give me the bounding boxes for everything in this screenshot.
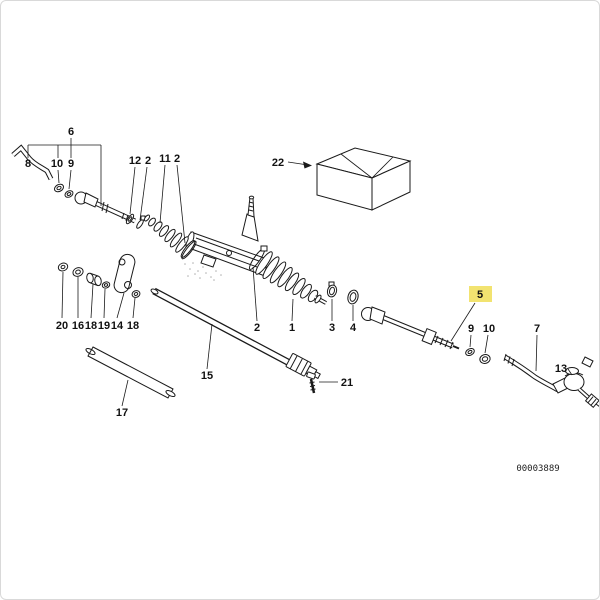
part-14-lever	[113, 253, 136, 294]
callout-5-group[interactable]: 5	[469, 286, 492, 302]
stipple-shading	[184, 262, 222, 281]
part-9-washer-right	[465, 347, 475, 357]
callout-1[interactable]: 1	[289, 322, 295, 334]
part-10-bushing-right	[479, 354, 491, 364]
part-8-pipe	[11, 144, 54, 181]
part-19-ring	[101, 281, 111, 289]
callout-2-c[interactable]: 2	[254, 322, 260, 334]
callout-14[interactable]: 14	[111, 320, 124, 332]
part-22-box	[315, 147, 412, 211]
callout-2-b[interactable]: 2	[174, 153, 180, 165]
leader-lines	[27, 138, 573, 407]
callout-19[interactable]: 19	[98, 320, 110, 332]
part-15-rack-shaft	[150, 287, 321, 380]
callout-18-b[interactable]: 18	[127, 320, 139, 332]
callout-11[interactable]: 11	[159, 153, 171, 165]
callout-4[interactable]: 4	[350, 322, 357, 334]
callout-6[interactable]: 6	[68, 126, 74, 138]
part-11-bellows	[143, 214, 197, 260]
part-10-washer-left	[53, 183, 65, 193]
callout-18-a[interactable]: 18	[85, 320, 97, 332]
part-3-clamp	[326, 281, 338, 298]
callout-13[interactable]: 13	[555, 363, 567, 375]
part-17-tube	[85, 346, 176, 399]
arrowhead-22	[303, 161, 312, 169]
part-7-tie-rod-outer	[503, 353, 560, 393]
callout-8[interactable]: 8	[25, 158, 31, 170]
part-13-tie-rod-end	[552, 356, 599, 408]
callout-7[interactable]: 7	[534, 323, 540, 335]
callout-12[interactable]: 12	[129, 155, 141, 167]
callout-3[interactable]: 3	[329, 322, 335, 334]
callout-15[interactable]: 15	[201, 370, 213, 382]
part-steering-gear-housing	[185, 195, 268, 277]
callout-10-right[interactable]: 10	[483, 323, 495, 335]
callout-17[interactable]: 17	[116, 407, 128, 419]
callouts: 6 8 10 9 12 2 11 2 22 2 1 3 4 5 9 10 7 1…	[25, 126, 567, 419]
callout-20[interactable]: 20	[56, 320, 68, 332]
part-2-clamp-large	[248, 245, 268, 270]
callout-16[interactable]: 16	[72, 320, 84, 332]
callout-10-left[interactable]: 10	[51, 158, 63, 170]
callout-2-a[interactable]: 2	[145, 155, 151, 167]
part-12-washer	[125, 213, 135, 225]
callout-21[interactable]: 21	[341, 377, 353, 389]
part-16-washer	[72, 267, 84, 277]
part-9-washer-left	[64, 190, 74, 198]
callout-9-left[interactable]: 9	[68, 158, 74, 170]
callout-9-right[interactable]: 9	[468, 323, 474, 335]
part-18-bushing-a	[86, 272, 102, 287]
document-number: 00003889	[516, 464, 559, 474]
part-6-tie-rod-left	[74, 191, 137, 224]
part-20-washer	[57, 262, 69, 272]
part-21-bolt	[306, 371, 316, 394]
part-1-bellows	[255, 251, 327, 305]
part-2-clamp-bellows11	[181, 240, 197, 260]
callout-5-highlight	[469, 286, 492, 302]
part-4-ring	[347, 289, 359, 305]
part-18-ring-b	[131, 290, 141, 298]
callout-5[interactable]: 5	[477, 289, 483, 301]
part-5-axial-joint	[361, 306, 460, 350]
callout-22[interactable]: 22	[272, 157, 284, 169]
